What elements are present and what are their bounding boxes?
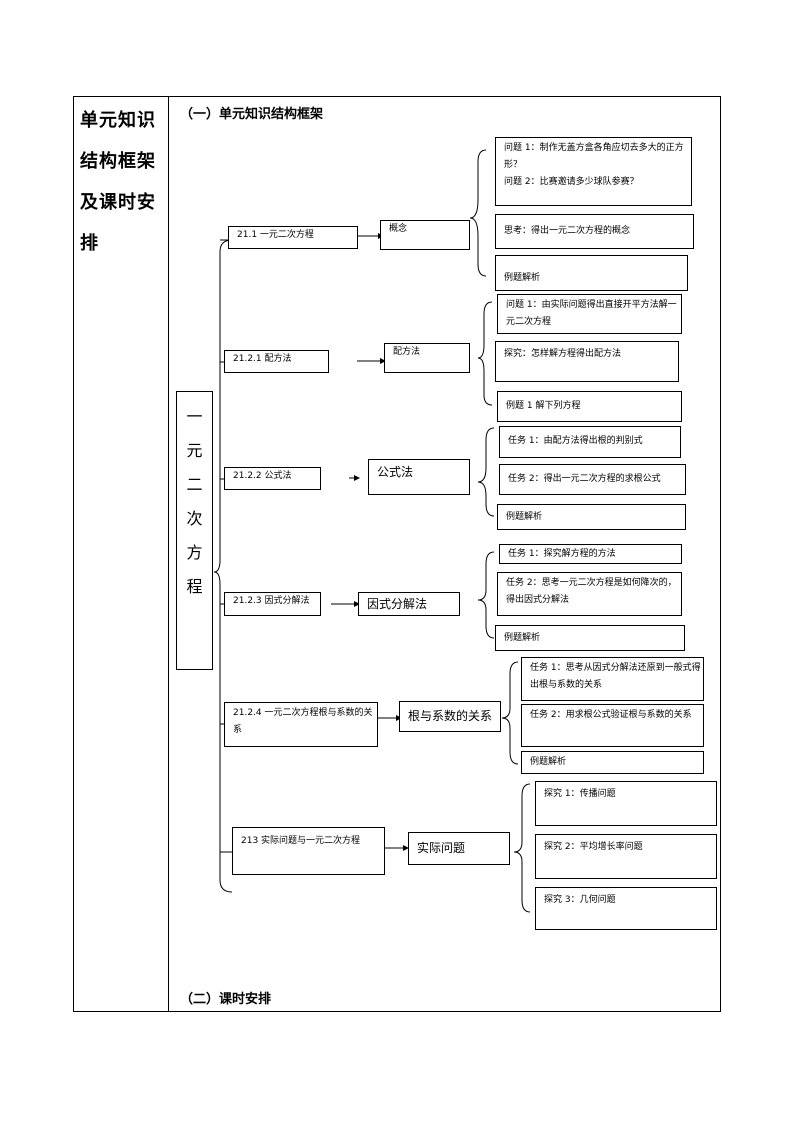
section-title-structure: （一）单元知识结构框架 — [180, 107, 324, 122]
mid-formula: 公式法 — [368, 459, 470, 495]
root-node-box: 一 元 二 次 方 程 — [176, 391, 213, 670]
leaf-square-explore: 探究：怎样解方程得出配方法 — [495, 341, 679, 382]
leaf-text: 问题 2：比赛邀请多少球队参赛？ — [504, 177, 639, 187]
leaf-factor-examples: 例题解析 — [495, 625, 685, 651]
root-char: 方 — [186, 543, 203, 562]
root-char: 程 — [186, 577, 203, 596]
leaf-concept-examples: 例题解析 — [495, 255, 688, 291]
leaf-square-problem: 问题 1：由实际问题得出直接开平方法解一元二次方程 — [497, 294, 682, 334]
root-char: 一 — [186, 407, 203, 426]
leaf-text: 问题 1：制作无盖方盒各角应切去多大的正方形？ — [504, 143, 684, 170]
root-char: 二 — [186, 475, 203, 494]
leaf-practical-explore1: 探究 1：传播问题 — [535, 781, 717, 826]
root-char: 次 — [186, 509, 203, 528]
side-title: 单元知识结构框架及课时安排 — [80, 110, 156, 254]
node-21-3: 213 实际问题与一元二次方程 — [232, 827, 385, 875]
mid-factoring: 因式分解法 — [358, 592, 460, 616]
node-21-2-1: 21.2.1 配方法 — [224, 350, 329, 373]
leaf-factor-task1: 任务 1：探究解方程的方法 — [499, 544, 682, 564]
leaf-vieta-examples: 例题解析 — [521, 751, 704, 774]
mid-roots-coefficients: 根与系数的关系 — [399, 701, 501, 732]
leaf-square-example: 例题 1 解下列方程 — [497, 391, 682, 422]
mid-completing-square: 配方法 — [384, 343, 470, 373]
leaf-formula-task1: 任务 1：由配方法得出根的判别式 — [499, 426, 681, 458]
leaf-factor-task2: 任务 2：思考一元二次方程是如何降次的，得出因式分解法 — [497, 572, 682, 616]
node-21-2-3: 21.2.3 因式分解法 — [224, 592, 321, 616]
mid-practical: 实际问题 — [408, 832, 510, 865]
leaf-vieta-task2: 任务 2：用求根公式验证根与系数的关系 — [521, 704, 704, 747]
section-title-schedule: （二）课时安排 — [180, 992, 272, 1007]
leaf-vieta-task1: 任务 1：思考从因式分解法还原到一般式得出根与系数的关系 — [521, 657, 704, 701]
outer-table — [73, 96, 721, 1012]
leaf-concept-questions: 问题 1：制作无盖方盒各角应切去多大的正方形？ 问题 2：比赛邀请多少球队参赛？ — [495, 137, 692, 206]
mid-concept: 概念 — [380, 220, 470, 250]
leaf-practical-explore3: 探究 3：几何问题 — [535, 887, 717, 930]
node-21-2-2: 21.2.2 公式法 — [224, 467, 321, 490]
leaf-practical-explore2: 探究 2：平均增长率问题 — [535, 834, 717, 879]
node-21-2-4: 21.2.4 一元二次方程根与系数的关系 — [224, 702, 378, 747]
root-char: 元 — [186, 441, 203, 460]
table-divider — [168, 96, 169, 1012]
leaf-formula-task2: 任务 2：得出一元二次方程的求根公式 — [499, 464, 686, 495]
leaf-formula-examples: 例题解析 — [497, 504, 686, 530]
node-21-1: 21.1 一元二次方程 — [228, 226, 358, 249]
leaf-concept-thinking: 思考：得出一元二次方程的概念 — [495, 214, 694, 249]
